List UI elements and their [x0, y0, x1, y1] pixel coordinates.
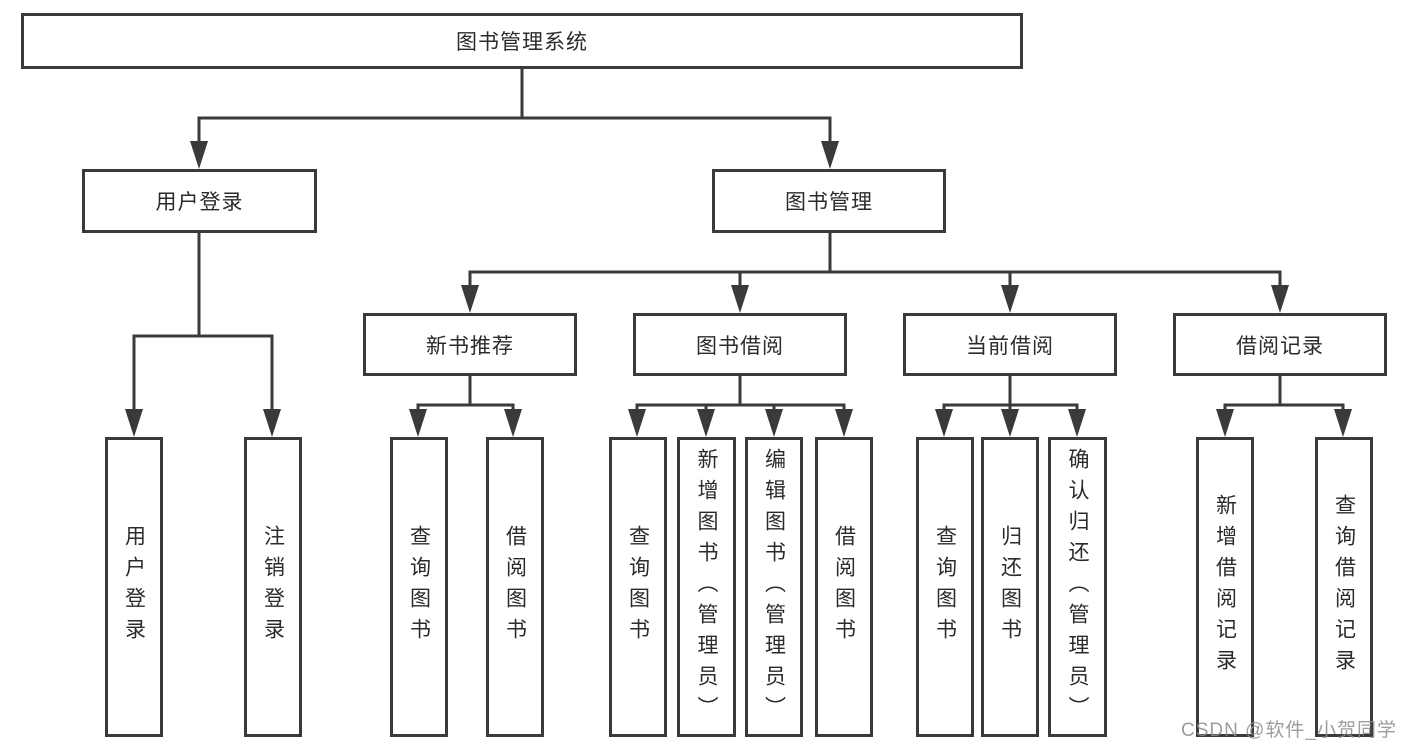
leaf-label: 借阅图书 [832, 525, 856, 649]
node-label: 新书推荐 [426, 334, 514, 358]
leaf-label: 借阅图书 [503, 525, 527, 649]
connector-book-management-to-level3 [461, 231, 1289, 313]
arrowhead [461, 285, 479, 313]
node-new-book-recommend: 新书推荐 [363, 313, 577, 376]
leaf-label: 新增图书（管理员） [695, 447, 719, 727]
arrowhead [731, 285, 749, 313]
leaf-query-borrow-record: 查询借阅记录 [1315, 437, 1373, 737]
leaf-query-books-current: 查询图书 [916, 437, 974, 737]
leaf-borrow-books: 借阅图书 [815, 437, 873, 737]
connector-user-login-to-leaves [125, 231, 281, 437]
leaf-confirm-return-admin: 确认归还（管理员） [1048, 437, 1107, 737]
leaf-label: 查询借阅记录 [1332, 494, 1356, 680]
leaf-label: 编辑图书（管理员） [762, 447, 786, 727]
node-user-login: 用户登录 [82, 169, 317, 233]
arrowhead [263, 409, 281, 437]
arrowhead [190, 141, 208, 169]
leaf-label: 新增借阅记录 [1213, 494, 1237, 680]
leaf-label: 查询图书 [933, 525, 957, 649]
leaf-query-books-borrow: 查询图书 [609, 437, 667, 737]
arrowhead [821, 141, 839, 169]
connector-current-borrow-to-leaves [935, 374, 1086, 437]
node-book-borrow: 图书借阅 [633, 313, 847, 376]
arrowhead [1216, 409, 1234, 437]
leaf-logout: 注销登录 [244, 437, 302, 737]
arrowhead [1271, 285, 1289, 313]
arrowhead [125, 409, 143, 437]
node-current-borrow: 当前借阅 [903, 313, 1117, 376]
node-label: 图书借阅 [696, 334, 784, 358]
arrowhead [1334, 409, 1352, 437]
leaf-label: 用户登录 [122, 525, 146, 649]
node-label: 当前借阅 [966, 334, 1054, 358]
leaf-add-book-admin: 新增图书（管理员） [677, 437, 736, 737]
leaf-return-book: 归还图书 [981, 437, 1039, 737]
node-label: 图书管理系统 [456, 31, 588, 54]
arrowhead [697, 409, 715, 437]
connector-root-to-level2 [190, 67, 839, 169]
arrowhead [1068, 409, 1086, 437]
leaf-label: 查询图书 [407, 525, 431, 649]
arrowhead [935, 409, 953, 437]
node-library-management-system: 图书管理系统 [21, 13, 1023, 69]
csdn-watermark: CSDN @软件_小贺同学 [1181, 720, 1397, 741]
connector-new-book-recommend-to-leaves [409, 374, 522, 437]
leaf-edit-book-admin: 编辑图书（管理员） [745, 437, 803, 737]
connector-book-borrow-to-leaves [628, 374, 853, 437]
leaf-add-borrow-record: 新增借阅记录 [1196, 437, 1254, 737]
arrowhead [1001, 285, 1019, 313]
arrowhead [765, 409, 783, 437]
node-label: 用户登录 [155, 191, 244, 214]
leaf-label: 注销登录 [261, 525, 285, 649]
node-borrow-records: 借阅记录 [1173, 313, 1387, 376]
leaf-label: 确认归还（管理员） [1066, 447, 1090, 727]
leaf-label: 归还图书 [998, 525, 1022, 649]
node-label: 借阅记录 [1236, 334, 1324, 358]
arrowhead [1001, 409, 1019, 437]
leaf-label: 查询图书 [626, 525, 650, 649]
arrowhead [628, 409, 646, 437]
leaf-query-books-recommend: 查询图书 [390, 437, 448, 737]
arrowhead [504, 409, 522, 437]
arrowhead [835, 409, 853, 437]
node-label: 图书管理 [785, 191, 873, 214]
node-book-management: 图书管理 [712, 169, 946, 233]
leaf-borrow-books-recommend: 借阅图书 [486, 437, 544, 737]
arrowhead [409, 409, 427, 437]
leaf-user-login: 用户登录 [105, 437, 163, 737]
connector-borrow-records-to-leaves [1216, 374, 1352, 437]
